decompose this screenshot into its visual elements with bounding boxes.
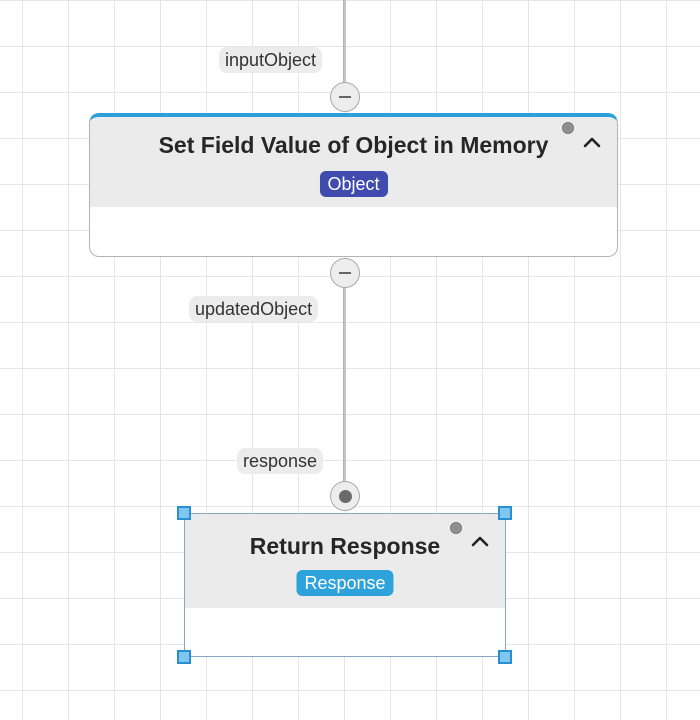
node-set-field-value[interactable]: Set Field Value of Object in Memory Obje… bbox=[89, 113, 618, 257]
resize-handle-bottom-left[interactable] bbox=[177, 650, 191, 664]
edge-label-response: response bbox=[237, 448, 324, 474]
node-title: Return Response bbox=[249, 533, 441, 559]
node-title: Set Field Value of Object in Memory bbox=[158, 132, 549, 158]
node-header: Return Response Response bbox=[185, 514, 505, 608]
edge-label-input: inputObject bbox=[219, 47, 323, 73]
connector-line-middle bbox=[343, 286, 346, 482]
chevron-up-icon[interactable] bbox=[471, 535, 489, 547]
resize-handle-bottom-right[interactable] bbox=[498, 650, 512, 664]
status-dot-icon bbox=[562, 122, 574, 134]
node-header: Set Field Value of Object in Memory Obje… bbox=[90, 117, 617, 207]
node-type-badge: Response bbox=[296, 570, 394, 596]
chevron-up-icon[interactable] bbox=[583, 136, 601, 148]
edge-label-output: updatedObject bbox=[189, 296, 319, 322]
input-port-minus-icon[interactable] bbox=[330, 82, 360, 112]
output-port-minus-icon[interactable] bbox=[330, 258, 360, 288]
node-return-response[interactable]: Return Response Response bbox=[184, 513, 506, 657]
input-port-dot-icon[interactable] bbox=[330, 481, 360, 511]
status-dot-icon bbox=[450, 522, 462, 534]
connector-line-top bbox=[343, 0, 346, 84]
node-type-badge: Object bbox=[319, 171, 388, 197]
resize-handle-top-left[interactable] bbox=[177, 506, 191, 520]
resize-handle-top-right[interactable] bbox=[498, 506, 512, 520]
